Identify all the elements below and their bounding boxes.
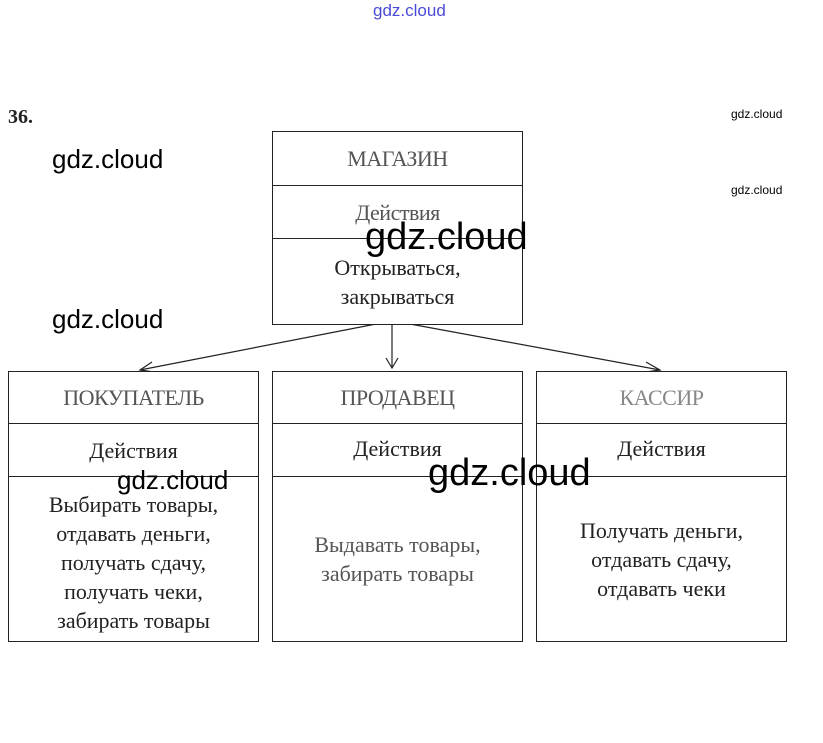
watermark: gdz.cloud <box>731 107 783 121</box>
class-section: Действия <box>537 424 786 477</box>
class-title: МАГАЗИН <box>273 132 522 186</box>
class-section: Действия <box>273 424 522 477</box>
watermark: gdz.cloud <box>117 465 229 495</box>
watermark: gdz.cloud <box>373 1 446 20</box>
watermark: gdz.cloud <box>52 304 164 334</box>
class-section: Действия <box>9 424 258 477</box>
class-box-seller: ПРОДАВЕЦ Действия Выдавать товары, забир… <box>272 371 523 642</box>
class-actions: Выбирать товары, отдавать деньги, получа… <box>48 491 219 633</box>
class-title: ПРОДАВЕЦ <box>273 372 522 424</box>
watermark: gdz.cloud <box>52 144 164 174</box>
watermark: gdz.cloud <box>428 452 591 494</box>
class-title: КАССИР <box>537 372 786 424</box>
watermark: gdz.cloud <box>731 183 783 197</box>
class-section: Действия <box>273 186 522 239</box>
class-actions: Открываться, закрываться <box>334 254 461 309</box>
class-box-buyer: ПОКУПАТЕЛЬ Действия Выбирать товары, отд… <box>8 371 259 642</box>
class-actions: Выдавать товары, забирать товары <box>314 532 481 586</box>
problem-number: 36. <box>8 106 33 128</box>
arrow-to-buyer <box>139 323 377 371</box>
class-title: ПОКУПАТЕЛЬ <box>9 372 258 424</box>
class-box-cashier: КАССИР Действия Получать деньги, отдават… <box>536 371 787 642</box>
watermark: gdz.cloud <box>365 216 528 258</box>
class-actions: Получать деньги, отдавать сдачу, отдават… <box>579 517 744 601</box>
class-box-store: МАГАЗИН Действия Открываться, закрыватьс… <box>272 131 523 325</box>
arrow-to-cashier <box>409 323 661 371</box>
